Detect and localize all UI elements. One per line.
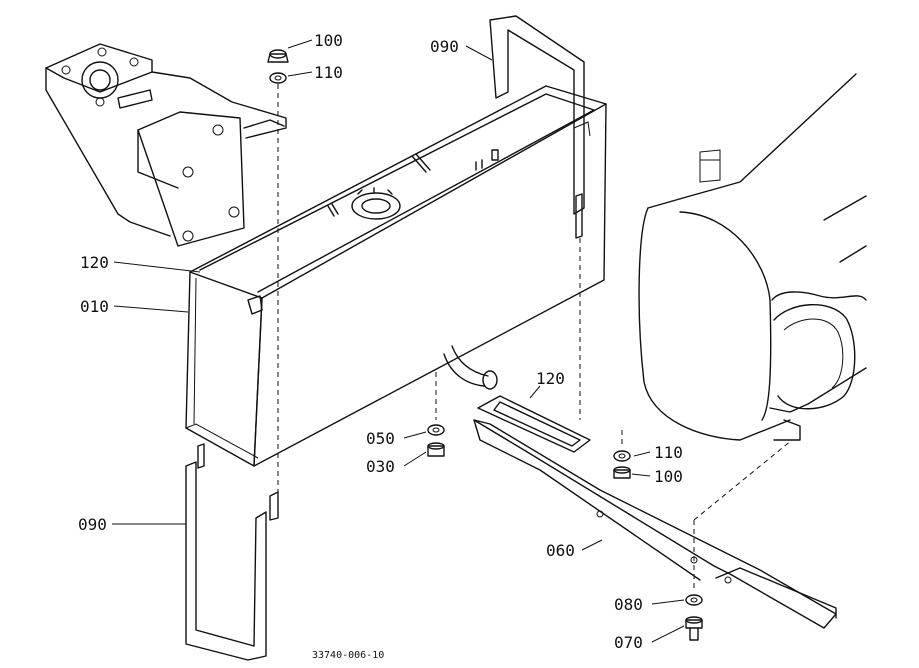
mounting-rail [473, 395, 837, 629]
hardware-nuts-washers [267, 49, 703, 641]
callout-110-top: 110 [314, 63, 343, 82]
callout-030: 030 [366, 457, 395, 476]
assembly-centerlines [277, 84, 793, 590]
strap-top [489, 15, 591, 239]
callout-010: 010 [80, 297, 109, 316]
callout-100-top: 100 [314, 31, 343, 50]
callout-060: 060 [546, 541, 575, 560]
callout-090-top: 090 [430, 37, 459, 56]
callout-leaders [112, 39, 685, 643]
callout-120-left: 120 [80, 253, 109, 272]
callout-090-bottom: 090 [78, 515, 107, 534]
callout-100-right: 100 [654, 467, 683, 486]
callout-050: 050 [366, 429, 395, 448]
callout-070: 070 [614, 633, 643, 652]
mounting-bracket [45, 43, 287, 247]
engine-outline [638, 73, 867, 441]
callout-080: 080 [614, 595, 643, 614]
strap-bottom [185, 443, 279, 661]
document-number: 33740-006-10 [312, 650, 384, 661]
callout-110-right: 110 [654, 443, 683, 462]
callout-120-mid: 120 [536, 369, 565, 388]
fuel-tank [185, 85, 607, 467]
